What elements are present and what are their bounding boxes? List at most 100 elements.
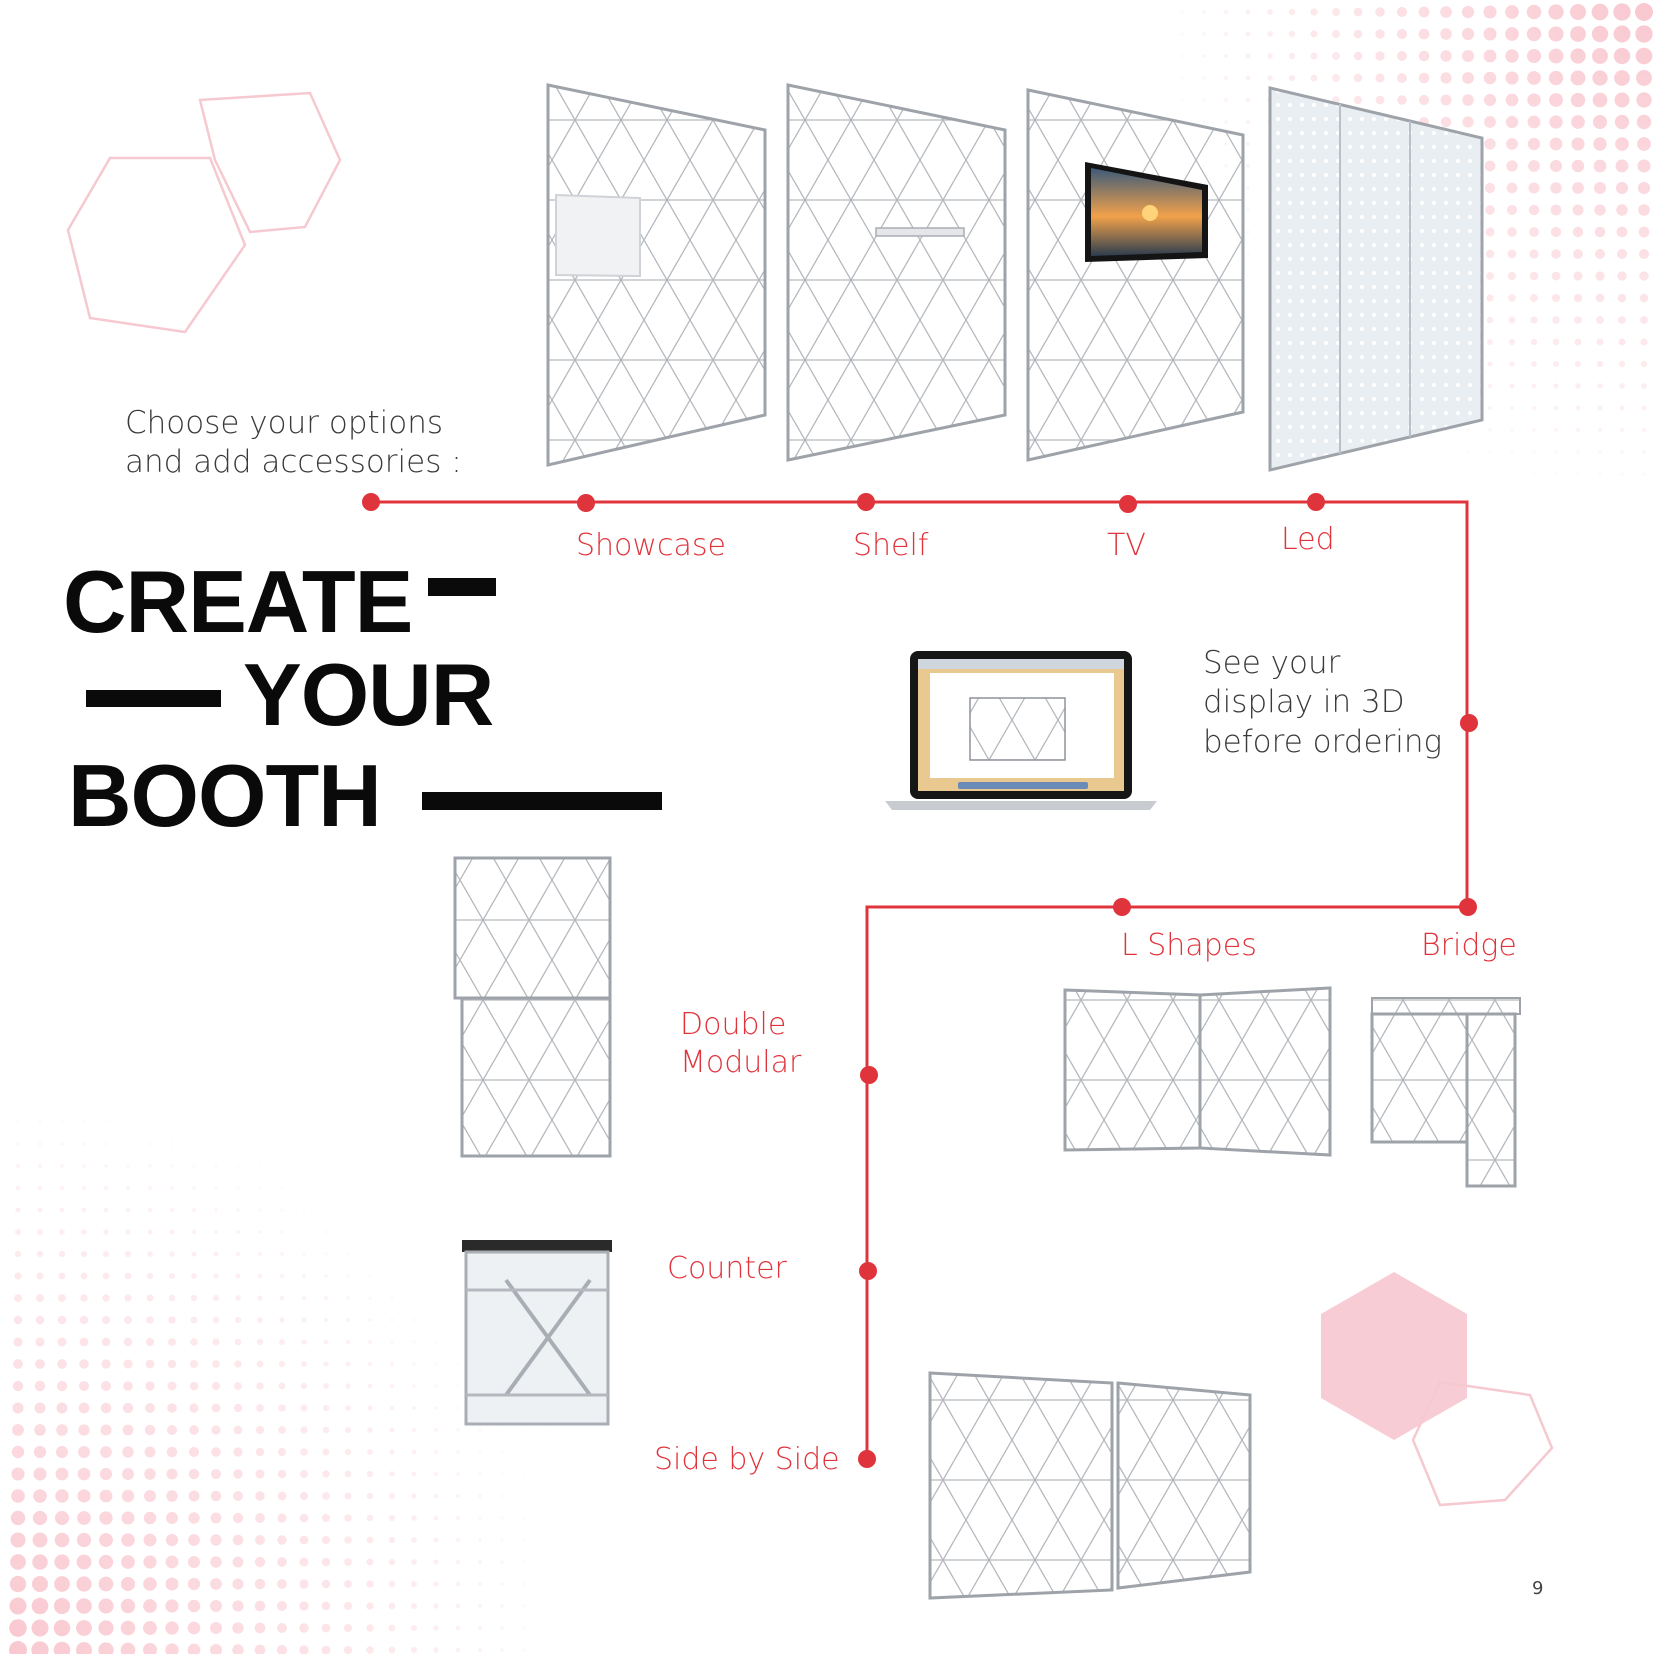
halftone-dot (210, 1468, 222, 1480)
halftone-dot (1636, 114, 1652, 130)
halftone-dot (1553, 405, 1559, 411)
halftone-dot (303, 1121, 305, 1123)
halftone-dot (1613, 25, 1631, 43)
halftone-dot (1594, 204, 1606, 216)
halftone-dot (366, 1492, 374, 1500)
halftone-dot (233, 1403, 243, 1413)
intro-line-2: and add accessories : (125, 444, 462, 481)
halftone-dot (455, 1647, 461, 1653)
halftone-dot (31, 1641, 49, 1654)
halftone-dot (279, 1339, 285, 1345)
halftone-dot (53, 1641, 71, 1654)
halftone-dot (300, 1426, 308, 1434)
halftone-dot (500, 1450, 504, 1454)
halftone-dot (1489, 517, 1491, 519)
halftone-dot (98, 1620, 114, 1636)
halftone-dot (522, 1560, 526, 1564)
halftone-dot (1288, 8, 1296, 16)
halftone-dot (124, 1272, 132, 1280)
halftone-dot (457, 1253, 459, 1255)
halftone-dot (234, 1382, 242, 1390)
halftone-dot (1548, 48, 1564, 64)
halftone-dot (522, 1494, 526, 1498)
halftone-dot (411, 1581, 417, 1587)
halftone-dot (457, 1297, 459, 1299)
halftone-dot (235, 1273, 241, 1279)
halftone-dot (457, 1319, 459, 1321)
halftone-dot (325, 1165, 327, 1167)
halftone-dot (34, 1402, 46, 1414)
halftone-dot (38, 1164, 42, 1168)
halftone-dot (1598, 450, 1602, 454)
halftone-dot (500, 1626, 504, 1630)
halftone-dot (1505, 71, 1519, 85)
halftone-dot (1616, 204, 1628, 216)
halftone-dot (1483, 93, 1497, 107)
halftone-dot (1245, 31, 1251, 37)
halftone-dot (1530, 294, 1538, 302)
halftone-dot (1529, 271, 1539, 281)
halftone-dot (321, 1645, 331, 1654)
halftone-dot (143, 1599, 157, 1613)
halftone-dot (1640, 316, 1648, 324)
halftone-dot (38, 1142, 42, 1146)
halftone-dot (413, 1209, 415, 1211)
halftone-dot (456, 1406, 460, 1410)
halftone-dot (99, 1533, 113, 1547)
halftone-dot (1511, 517, 1513, 519)
halftone-dot (1571, 115, 1585, 129)
halftone-dot (37, 1185, 43, 1191)
halftone-dot (435, 1275, 437, 1277)
halftone-dot (31, 1597, 49, 1615)
halftone-dot (1267, 9, 1273, 15)
halftone-dot (1527, 93, 1541, 107)
halftone-dot (433, 1449, 439, 1455)
halftone-dot (1245, 53, 1251, 59)
halftone-dot (210, 1600, 222, 1612)
halftone-dot (1332, 52, 1340, 60)
halftone-dot (325, 1187, 327, 1189)
halftone-dot (257, 1317, 263, 1323)
halftone-dot (1310, 30, 1318, 38)
halftone-dot (188, 1446, 200, 1458)
halftone-dot (435, 1253, 437, 1255)
halftone-dot (259, 1143, 261, 1145)
halftone-dot (1573, 293, 1583, 303)
shelf-wall-image (786, 83, 1007, 462)
halftone-dot (321, 1601, 331, 1611)
halftone-dot (1529, 227, 1539, 237)
halftone-dot (1180, 10, 1184, 14)
halftone-dot (281, 1121, 283, 1123)
halftone-dot (1574, 316, 1582, 324)
halftone-dot (192, 1186, 196, 1190)
halftone-dot (10, 1510, 26, 1526)
halftone-dot (102, 1294, 110, 1302)
halftone-dot (1505, 93, 1519, 107)
halftone-dot (1245, 141, 1251, 147)
side-by-side-image (928, 1371, 1252, 1600)
halftone-dot (16, 1120, 20, 1124)
halftone-dot (277, 1601, 287, 1611)
halftone-dot (278, 1426, 286, 1434)
halftone-dot (1353, 7, 1363, 17)
halftone-dot (1487, 339, 1493, 345)
halftone-dot (411, 1449, 417, 1455)
halftone-dot (255, 1425, 265, 1435)
halftone-dot (1551, 271, 1561, 281)
halftone-dot (82, 1120, 86, 1124)
halftone-dot (193, 1077, 195, 1079)
halftone-dot (1267, 75, 1273, 81)
halftone-dot (1599, 539, 1601, 541)
halftone-dot (277, 1513, 287, 1523)
halftone-dot (32, 1510, 48, 1526)
halftone-dot (255, 1491, 265, 1501)
halftone-dot (1550, 226, 1562, 238)
halftone-dot (302, 1208, 306, 1212)
halftone-dot (1577, 495, 1579, 497)
halftone-dot (1375, 95, 1385, 105)
halftone-dot (343, 1623, 353, 1633)
halftone-dot (391, 1253, 393, 1255)
halftone-dot (76, 1642, 92, 1654)
halftone-dot (388, 1580, 396, 1588)
